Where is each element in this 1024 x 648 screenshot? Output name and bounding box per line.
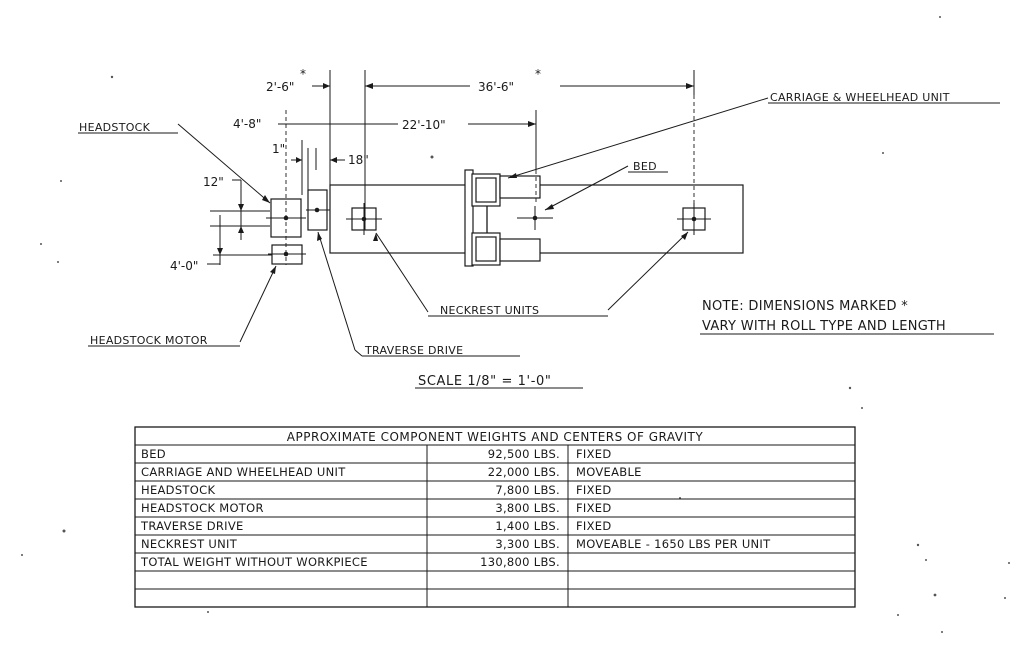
scan-specks	[21, 16, 1010, 633]
table-cell-component: BED	[141, 447, 166, 461]
label-traverse-drive: TRAVERSE DRIVE	[364, 344, 463, 357]
dim-2-6-star: *	[300, 67, 306, 81]
table-cell-remark: FIXED	[576, 519, 612, 533]
scale-label: SCALE 1/8" = 1'-0"	[418, 374, 551, 389]
dim-1-inch: 1"	[272, 142, 285, 156]
dim-4-0: 4'-0"	[170, 259, 198, 273]
table-cell-component: HEADSTOCK MOTOR	[141, 501, 264, 515]
callout-leaders	[78, 97, 1000, 389]
callout-labels: HEADSTOCK CARRIAGE & WHEELHEAD UNIT BED …	[79, 91, 950, 389]
carriage-wheelhead-unit	[464, 169, 553, 267]
table-cell-remark: FIXED	[576, 483, 612, 497]
dim-18-inch: 18"	[348, 153, 369, 167]
note-line-1: NOTE: DIMENSIONS MARKED *	[702, 299, 908, 314]
table-cell-remark: MOVEABLE - 1650 LBS PER UNIT	[576, 537, 771, 551]
machine-plan-view	[266, 169, 744, 267]
dimension-lines	[207, 70, 695, 265]
table-cell-component: NECKREST UNIT	[141, 537, 238, 551]
table-title: APPROXIMATE COMPONENT WEIGHTS AND CENTER…	[287, 430, 704, 444]
table-cell-component: HEADSTOCK	[141, 483, 215, 497]
table-cell-weight: 22,000 LBS.	[488, 465, 560, 479]
note-line-2: VARY WITH ROLL TYPE AND LENGTH	[702, 319, 946, 334]
dimension-texts: 2'-6" * 36'-6" * 4'-8" 22'-10" 1" 18" 12…	[170, 67, 541, 273]
table-cell-weight: 92,500 LBS.	[488, 447, 560, 461]
weights-table: APPROXIMATE COMPONENT WEIGHTS AND CENTER…	[134, 426, 856, 608]
label-headstock: HEADSTOCK	[79, 121, 151, 134]
table-cell-weight: 3,300 LBS.	[495, 537, 560, 551]
table-cell-remark: FIXED	[576, 501, 612, 515]
table-cell-weight: 1,400 LBS.	[495, 519, 560, 533]
table-cell-component: TRAVERSE DRIVE	[140, 519, 244, 533]
table-cell-component: TOTAL WEIGHT WITHOUT WORKPIECE	[140, 555, 368, 569]
label-headstock-motor: HEADSTOCK MOTOR	[90, 334, 208, 347]
dim-4-8: 4'-8"	[233, 117, 261, 131]
table-cell-remark: MOVEABLE	[576, 465, 642, 479]
dim-36-6-star: *	[535, 67, 541, 81]
label-neckrest-units: NECKREST UNITS	[440, 304, 539, 317]
dim-2-6: 2'-6"	[266, 80, 294, 94]
dim-22-10: 22'-10"	[402, 118, 446, 132]
table-cell-remark: FIXED	[576, 447, 612, 461]
label-bed: BED	[633, 160, 657, 173]
label-carriage-wheelhead: CARRIAGE & WHEELHEAD UNIT	[770, 91, 950, 104]
table-cell-weight: 130,800 LBS.	[480, 555, 560, 569]
dim-36-6: 36'-6"	[478, 80, 514, 94]
table-cell-weight: 7,800 LBS.	[495, 483, 560, 497]
table-cell-weight: 3,800 LBS.	[495, 501, 560, 515]
dim-12-inch: 12"	[203, 175, 224, 189]
table-cell-component: CARRIAGE AND WHEELHEAD UNIT	[141, 465, 346, 479]
